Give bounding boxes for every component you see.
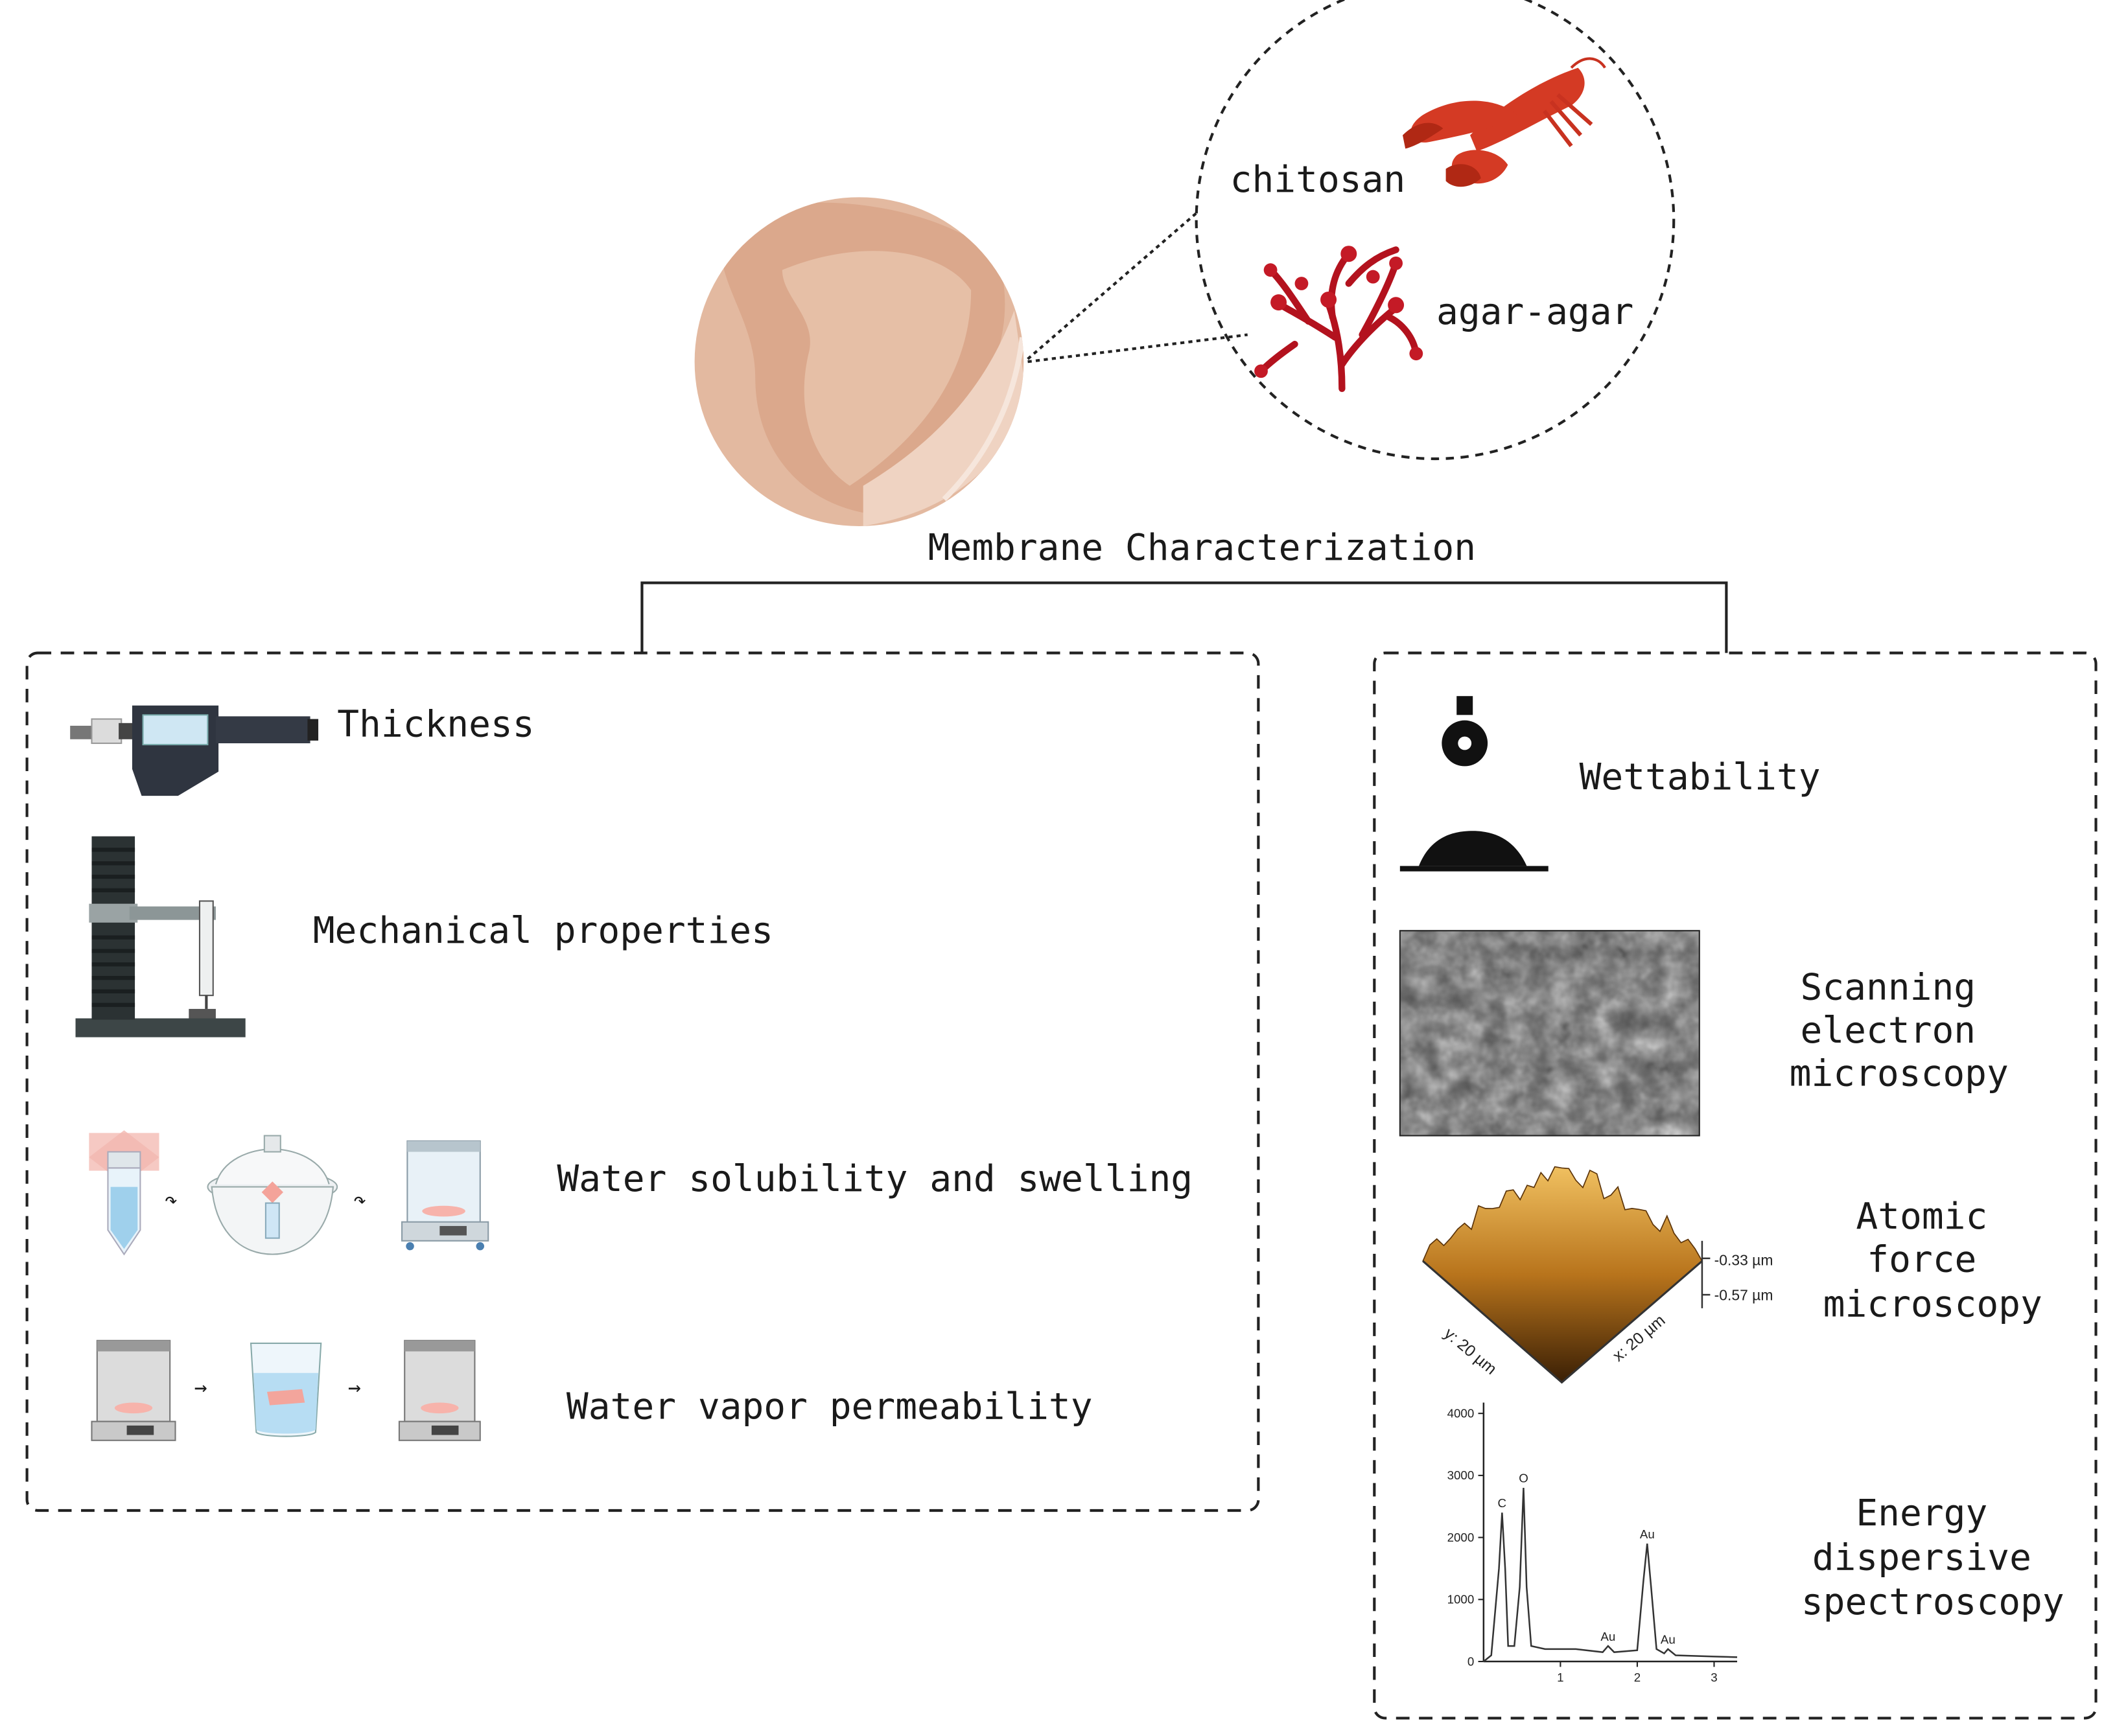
seaweed-icon xyxy=(1254,246,1423,392)
water-vapor-permeability-label: Water vapor permeability xyxy=(567,1385,1093,1428)
zoom-circle xyxy=(1195,0,1676,460)
afm-surface-plot xyxy=(1422,1166,1711,1384)
zoom-connector-lower xyxy=(1027,333,1248,364)
thickness-label: Thickness xyxy=(337,704,534,746)
water-solubility-label: Water solubility and swelling xyxy=(557,1158,1193,1200)
eds-x-tick-label: 2 xyxy=(1634,1671,1641,1684)
pendant-drop-icon xyxy=(1442,696,1488,767)
eds-y-tick-label: 2000 xyxy=(1447,1531,1475,1544)
eds-y-tick-label: 3000 xyxy=(1447,1468,1475,1482)
eds-y-tick-label: 1000 xyxy=(1447,1593,1475,1606)
balance-icon xyxy=(398,1339,481,1441)
balance-icon xyxy=(401,1140,489,1251)
arrow-icon: ↷ xyxy=(353,1187,366,1212)
eds-label: Energy dispersive spectroscopy xyxy=(1801,1492,2064,1623)
afm-y-axis-label: y: 20 µm xyxy=(1441,1325,1501,1378)
eds-spectrum-line xyxy=(1483,1487,1738,1663)
arrow-icon: → xyxy=(194,1374,207,1400)
physical-tests-panel xyxy=(25,651,1260,1512)
afm-label: Atomic force microscopy xyxy=(1823,1196,2042,1325)
mechanical-properties-label: Mechanical properties xyxy=(313,910,773,952)
afm-z-label-1: -0.33 µm xyxy=(1714,1251,1773,1268)
arrow-icon: ↷ xyxy=(165,1187,178,1212)
lobster-icon xyxy=(1403,57,1606,187)
imaging-tests-panel xyxy=(1373,651,2098,1720)
eds-y-tick-label: 4000 xyxy=(1447,1406,1475,1420)
beaker-icon xyxy=(250,1342,322,1437)
eds-peak-label: Au xyxy=(1661,1633,1676,1647)
afm-z-label-2: -0.57 µm xyxy=(1714,1286,1773,1303)
sem-label: Scanning electron microscopy xyxy=(1790,966,2009,1094)
arrow-icon: → xyxy=(348,1374,361,1400)
sessile-drop-icon xyxy=(1399,831,1549,872)
eds-peak-label: C xyxy=(1498,1496,1507,1510)
zoom-connector-upper xyxy=(1027,211,1199,360)
eds-peak-label: O xyxy=(1519,1472,1528,1485)
eds-y-tick-label: 0 xyxy=(1467,1654,1474,1668)
eds-x-tick-label: 3 xyxy=(1711,1671,1717,1684)
eds-peak-label: Au xyxy=(1600,1630,1615,1643)
desiccator-icon xyxy=(207,1135,338,1255)
branch-connector xyxy=(640,581,1728,653)
chitosan-label: chitosan xyxy=(1230,159,1406,201)
falcon-tube-icon xyxy=(89,1130,159,1256)
wettability-label: Wettability xyxy=(1580,756,1821,798)
sem-micrograph xyxy=(1399,930,1700,1137)
eds-peak-label: Au xyxy=(1640,1527,1655,1541)
eds-x-tick-label: 1 xyxy=(1557,1671,1563,1684)
micrometer-icon xyxy=(70,705,319,796)
membrane-disc xyxy=(694,197,1024,527)
balance-icon xyxy=(91,1339,176,1441)
page-title: Membrane Characterization xyxy=(928,527,1476,569)
agar-agar-label: agar-agar xyxy=(1436,291,1633,333)
texture-analyzer-icon xyxy=(75,836,246,1037)
